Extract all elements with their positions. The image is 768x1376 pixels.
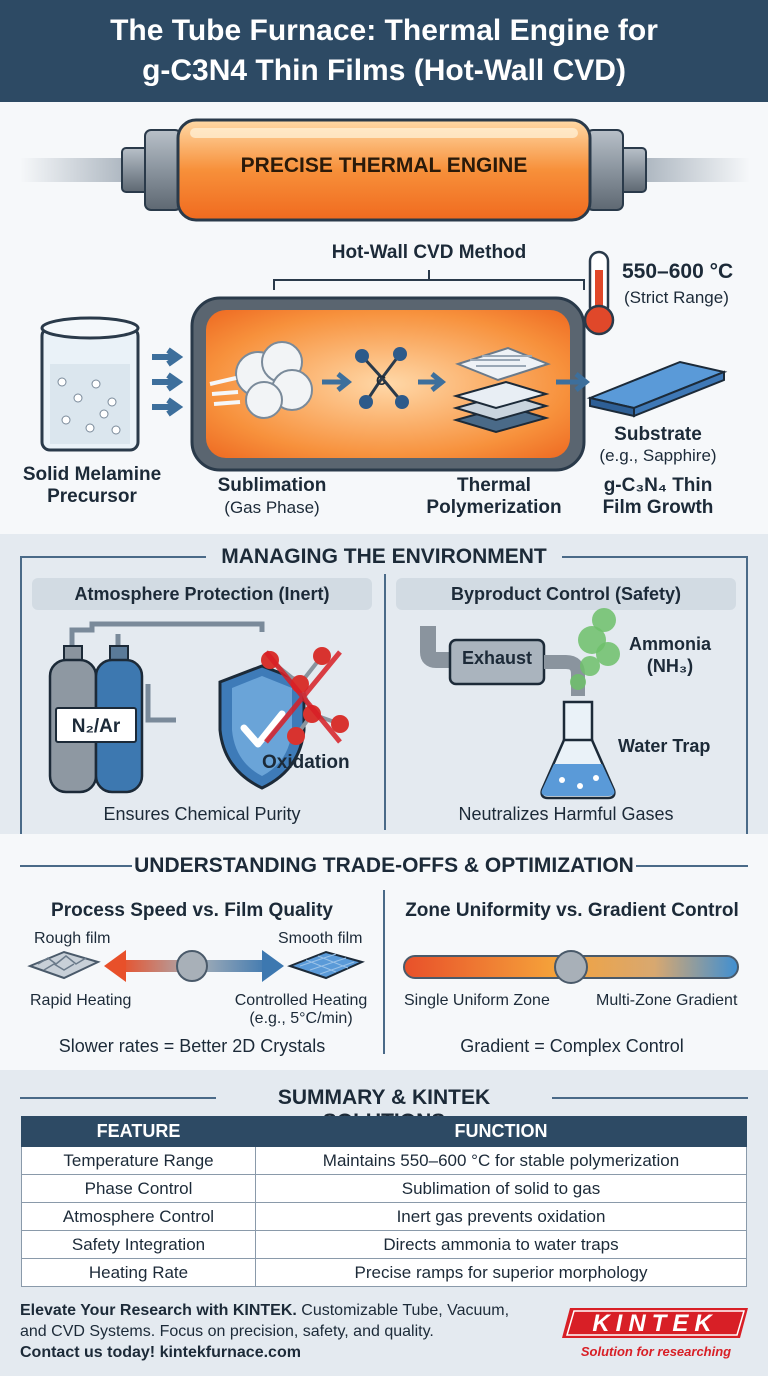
summary-section: SUMMARY & KINTEK SOLUTIONS FEATURE FUNCT… [0, 1070, 768, 1376]
oxidation-label: Oxidation [262, 752, 350, 773]
precursor-line-1: Solid Melamine [22, 464, 162, 485]
water-trap-flask-icon [540, 700, 616, 800]
right-pipe [640, 158, 750, 182]
cta-bold-text: Elevate Your Research with KINTEK. [20, 1302, 297, 1319]
title-line-2: g-C3N4 Thin Films (Hot-Wall CVD) [142, 54, 626, 87]
controlled-heating-line-2: (e.g., 5°C/min) [249, 1010, 353, 1027]
zone-gradient-bar [403, 950, 739, 984]
thermal-line-1: Thermal [457, 475, 531, 496]
sublimation-subtitle: (Gas Phase) [224, 498, 320, 517]
ammonia-line-1: Ammonia [628, 634, 711, 654]
feature-cell: Phase Control [21, 1174, 256, 1203]
speed-quality-heading: Process Speed vs. Film Quality [51, 900, 333, 921]
table-row: Heating Rate Precise ramps for superior … [21, 1258, 747, 1287]
table-row: Temperature Range Maintains 550–600 °C f… [21, 1146, 747, 1175]
table-row: Safety Integration Directs ammonia to wa… [21, 1230, 747, 1259]
furnace-diagram-graphic [20, 118, 750, 472]
footer-line-2: and CVD Systems. Focus on precision, saf… [20, 1323, 434, 1340]
thermal-line-2: Polymerization [426, 497, 562, 518]
shield-check-icon [218, 664, 306, 790]
gas-cloud-icon [209, 341, 313, 419]
speed-quality-arrow [104, 950, 284, 982]
header-banner: The Tube Furnace: Thermal Engine for g-C… [0, 0, 768, 102]
carbon-symbol: C [376, 372, 387, 388]
rough-film-icon [27, 950, 101, 980]
footer-line-1: Elevate Your Research with KINTEK. Custo… [20, 1300, 540, 1321]
environment-title: MANAGING THE ENVIRONMENT [221, 545, 547, 568]
environment-section: MANAGING THE ENVIRONMENT Atmosphere Prot… [0, 534, 768, 834]
byproduct-heading: Byproduct Control (Safety) [396, 578, 736, 610]
environment-graphics [48, 608, 620, 800]
logo-tagline: Solution for researching [580, 1344, 732, 1359]
smooth-film-icon [287, 950, 365, 980]
tradeoff-graphics [27, 950, 739, 984]
temp-value: 550–600 °C [622, 260, 734, 283]
film-line-2: Film Growth [602, 497, 714, 518]
thermal-engine-tube [176, 118, 592, 222]
substrate-icon [586, 360, 728, 418]
column-header-function: FUNCTION [255, 1116, 747, 1147]
gas-cylinders-icon [48, 645, 144, 794]
exhaust-pipe-icon [420, 626, 585, 696]
sublimation-title: Sublimation [217, 475, 327, 496]
gas-label: N₂/Ar [71, 716, 121, 737]
zone-gradient-heading: Zone Uniformity vs. Gradient Control [405, 900, 739, 921]
process-diagram-panel: PRECISE THERMAL ENGINE Hot-Wall CVD Meth… [0, 102, 768, 534]
title-line-1: The Tube Furnace: Thermal Engine for [110, 14, 658, 47]
left-pipe [20, 158, 130, 182]
rapid-heating-label: Rapid Heating [30, 992, 132, 1009]
feature-cell: Temperature Range [21, 1146, 256, 1175]
feature-table: FEATURE FUNCTION Temperature Range Maint… [21, 1116, 747, 1287]
byproduct-caption: Neutralizes Harmful Gases [458, 804, 674, 824]
zone-gradient-caption: Gradient = Complex Control [460, 1036, 684, 1056]
feature-cell: Atmosphere Control [21, 1202, 256, 1231]
function-cell: Inert gas prevents oxidation [255, 1202, 747, 1231]
ammonia-line-2: (NH₃) [646, 656, 694, 676]
temp-note: (Strict Range) [624, 288, 729, 307]
atmosphere-heading: Atmosphere Protection (Inert) [32, 578, 372, 610]
carbon-molecule-icon [355, 347, 409, 409]
tube-label: PRECISE THERMAL ENGINE [240, 154, 528, 177]
function-cell: Maintains 550–600 °C for stable polymeri… [255, 1146, 747, 1175]
cta-rest-text: Customizable Tube, Vacuum, [296, 1302, 510, 1319]
tradeoffs-section: UNDERSTANDING TRADE-OFFS & OPTIMIZATION … [0, 834, 768, 1070]
table-header-row: FEATURE FUNCTION [21, 1116, 747, 1147]
footer-contact-link[interactable]: Contact us today! kintekfurnace.com [20, 1344, 301, 1361]
precursor-line-2: Precursor [47, 486, 137, 507]
feature-cell: Heating Rate [21, 1258, 256, 1287]
polymer-layers-icon [452, 346, 551, 434]
controlled-heating-line-1: Controlled Heating [234, 992, 368, 1009]
thermometer-icon [583, 250, 615, 336]
feature-cell: Safety Integration [21, 1230, 256, 1259]
multi-zone-label: Multi-Zone Gradient [596, 992, 738, 1009]
oxidation-molecule-icon [261, 647, 349, 745]
method-label: Hot-Wall CVD Method [331, 242, 527, 263]
footer-cta: Elevate Your Research with KINTEK. Custo… [20, 1300, 540, 1363]
logo-text: KINTEK [592, 1310, 718, 1337]
function-cell: Sublimation of solid to gas [255, 1174, 747, 1203]
water-trap-label: Water Trap [618, 736, 711, 756]
kintek-logo [562, 1308, 748, 1338]
exhaust-label: Exhaust [461, 648, 533, 668]
speed-quality-caption: Slower rates = Better 2D Crystals [58, 1036, 326, 1056]
ammonia-cloud-icon [570, 608, 620, 690]
tradeoffs-title: UNDERSTANDING TRADE-OFFS & OPTIMIZATION [134, 854, 634, 877]
table-row: Atmosphere Control Inert gas prevents ox… [21, 1202, 747, 1231]
substrate-subtitle: (e.g., Sapphire) [599, 446, 717, 465]
substrate-title: Substrate [614, 424, 702, 445]
smooth-film-label: Smooth film [278, 930, 363, 947]
function-cell: Precise ramps for superior morphology [255, 1258, 747, 1287]
table-row: Phase Control Sublimation of solid to ga… [21, 1174, 747, 1203]
melamine-jar-icon [40, 316, 140, 452]
film-line-1: g-C₃N₄ Thin [603, 475, 713, 496]
rough-film-label: Rough film [34, 930, 111, 947]
single-zone-label: Single Uniform Zone [404, 992, 550, 1009]
function-cell: Directs ammonia to water traps [255, 1230, 747, 1259]
atmosphere-caption: Ensures Chemical Purity [103, 804, 301, 824]
column-header-feature: FEATURE [21, 1116, 256, 1147]
